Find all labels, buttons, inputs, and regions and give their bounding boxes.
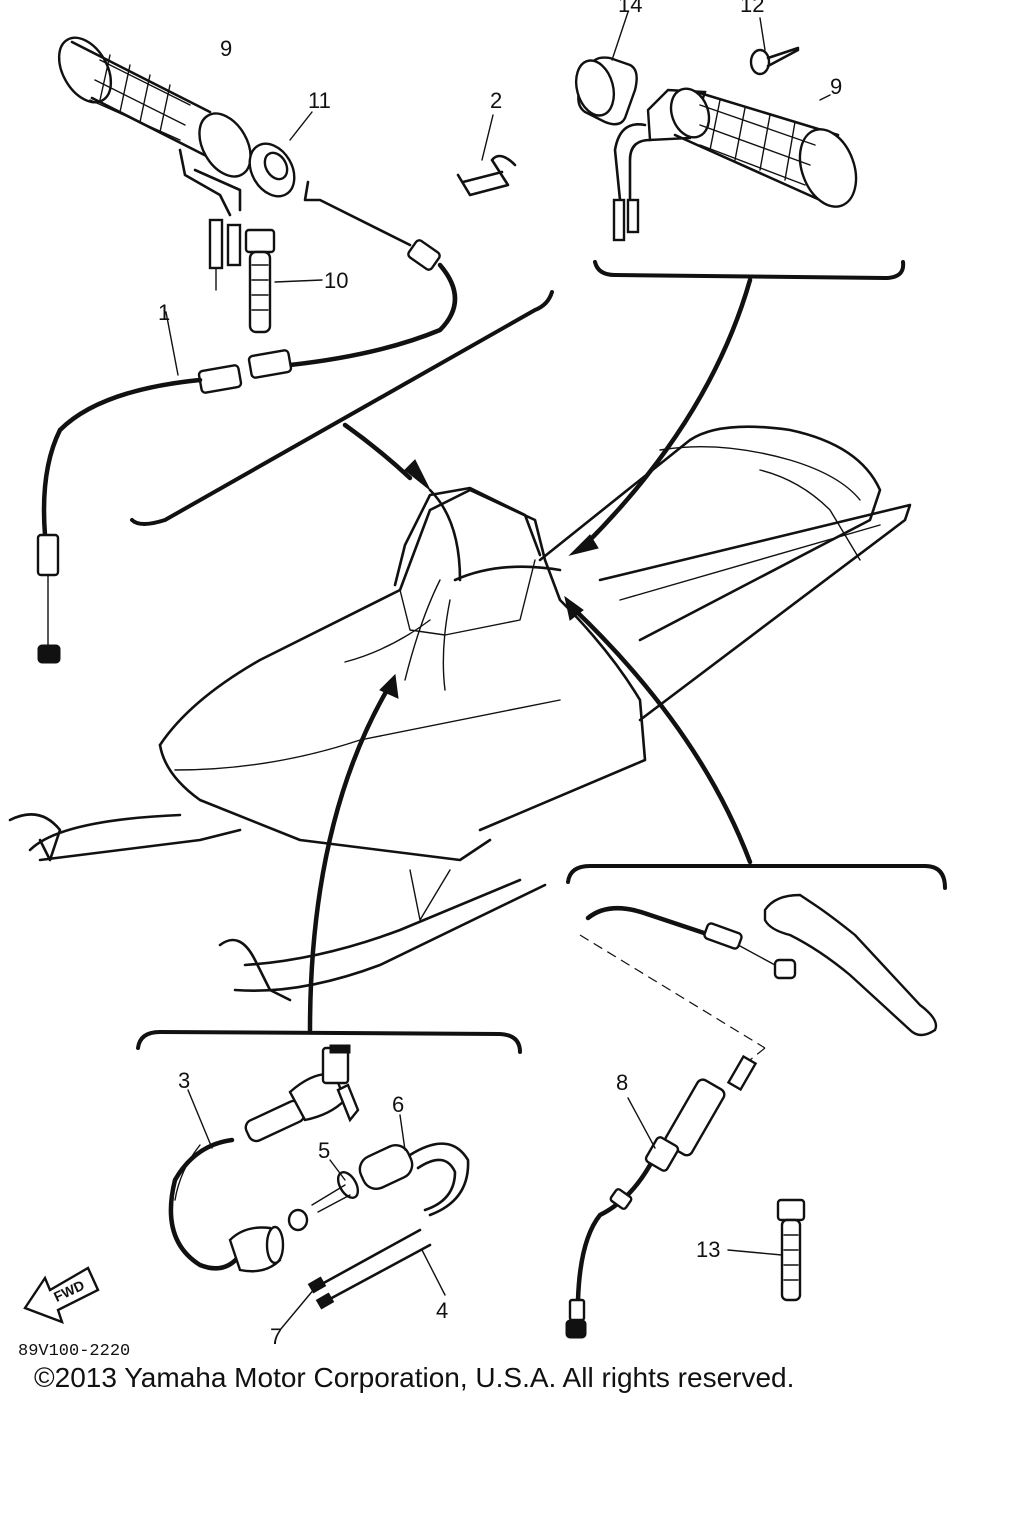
- right-grip: [612, 87, 858, 242]
- callout-1: 1: [158, 300, 170, 325]
- callout-9-left: 9: [220, 36, 232, 61]
- upper-left-group: [36, 36, 554, 664]
- callout-10: 10: [324, 268, 348, 293]
- cable-tie-10: [244, 228, 323, 334]
- clip-2: [456, 114, 517, 197]
- leads-4-7: [279, 1228, 446, 1331]
- lower-left-group: FWD: [23, 1030, 522, 1331]
- upper-right-group: [574, 11, 906, 280]
- callout-13: 13: [696, 1237, 720, 1262]
- lower-right-group: [565, 864, 947, 1339]
- copyright-notice: ©2013 Yamaha Motor Corporation, U.S.A. A…: [34, 1362, 795, 1393]
- cable-3: [168, 1089, 243, 1271]
- diagram-code: 89V100-2220: [18, 1342, 131, 1361]
- fwd-arrow: FWD: [23, 1266, 100, 1325]
- brake-lever: [585, 893, 938, 1037]
- callout-6: 6: [392, 1092, 404, 1117]
- left-grip: [57, 36, 252, 291]
- cable-tie-13: [727, 1198, 806, 1302]
- connector-6: [358, 1114, 470, 1217]
- connector-housing: [228, 1208, 309, 1273]
- callout-7: 7: [270, 1324, 282, 1349]
- callout-8: 8: [616, 1070, 628, 1095]
- stop-switch: [244, 1044, 360, 1143]
- callout-9-right: 9: [830, 74, 842, 99]
- leader-arrows: [307, 277, 753, 1033]
- brake-cable-8: [565, 1054, 758, 1339]
- screw-12: [749, 17, 800, 76]
- callout-3: 3: [178, 1068, 190, 1093]
- callout-4: 4: [436, 1298, 448, 1323]
- cap-14: [574, 11, 638, 126]
- snowmobile-body: [8, 425, 912, 1002]
- callout-14: 14: [618, 0, 642, 17]
- callout-11: 11: [308, 88, 331, 113]
- callout-5: 5: [318, 1138, 330, 1163]
- callout-2: 2: [490, 88, 502, 113]
- callout-12: 12: [740, 0, 764, 17]
- throttle-cable-1: [36, 180, 458, 664]
- connector-5: [311, 1159, 360, 1213]
- callout-labels: 9 11 2 10 1 14 12 9 3 6 5 4 7 8 13: [158, 0, 842, 1349]
- collar-11: [248, 111, 313, 198]
- dashed-connector: [579, 934, 766, 1061]
